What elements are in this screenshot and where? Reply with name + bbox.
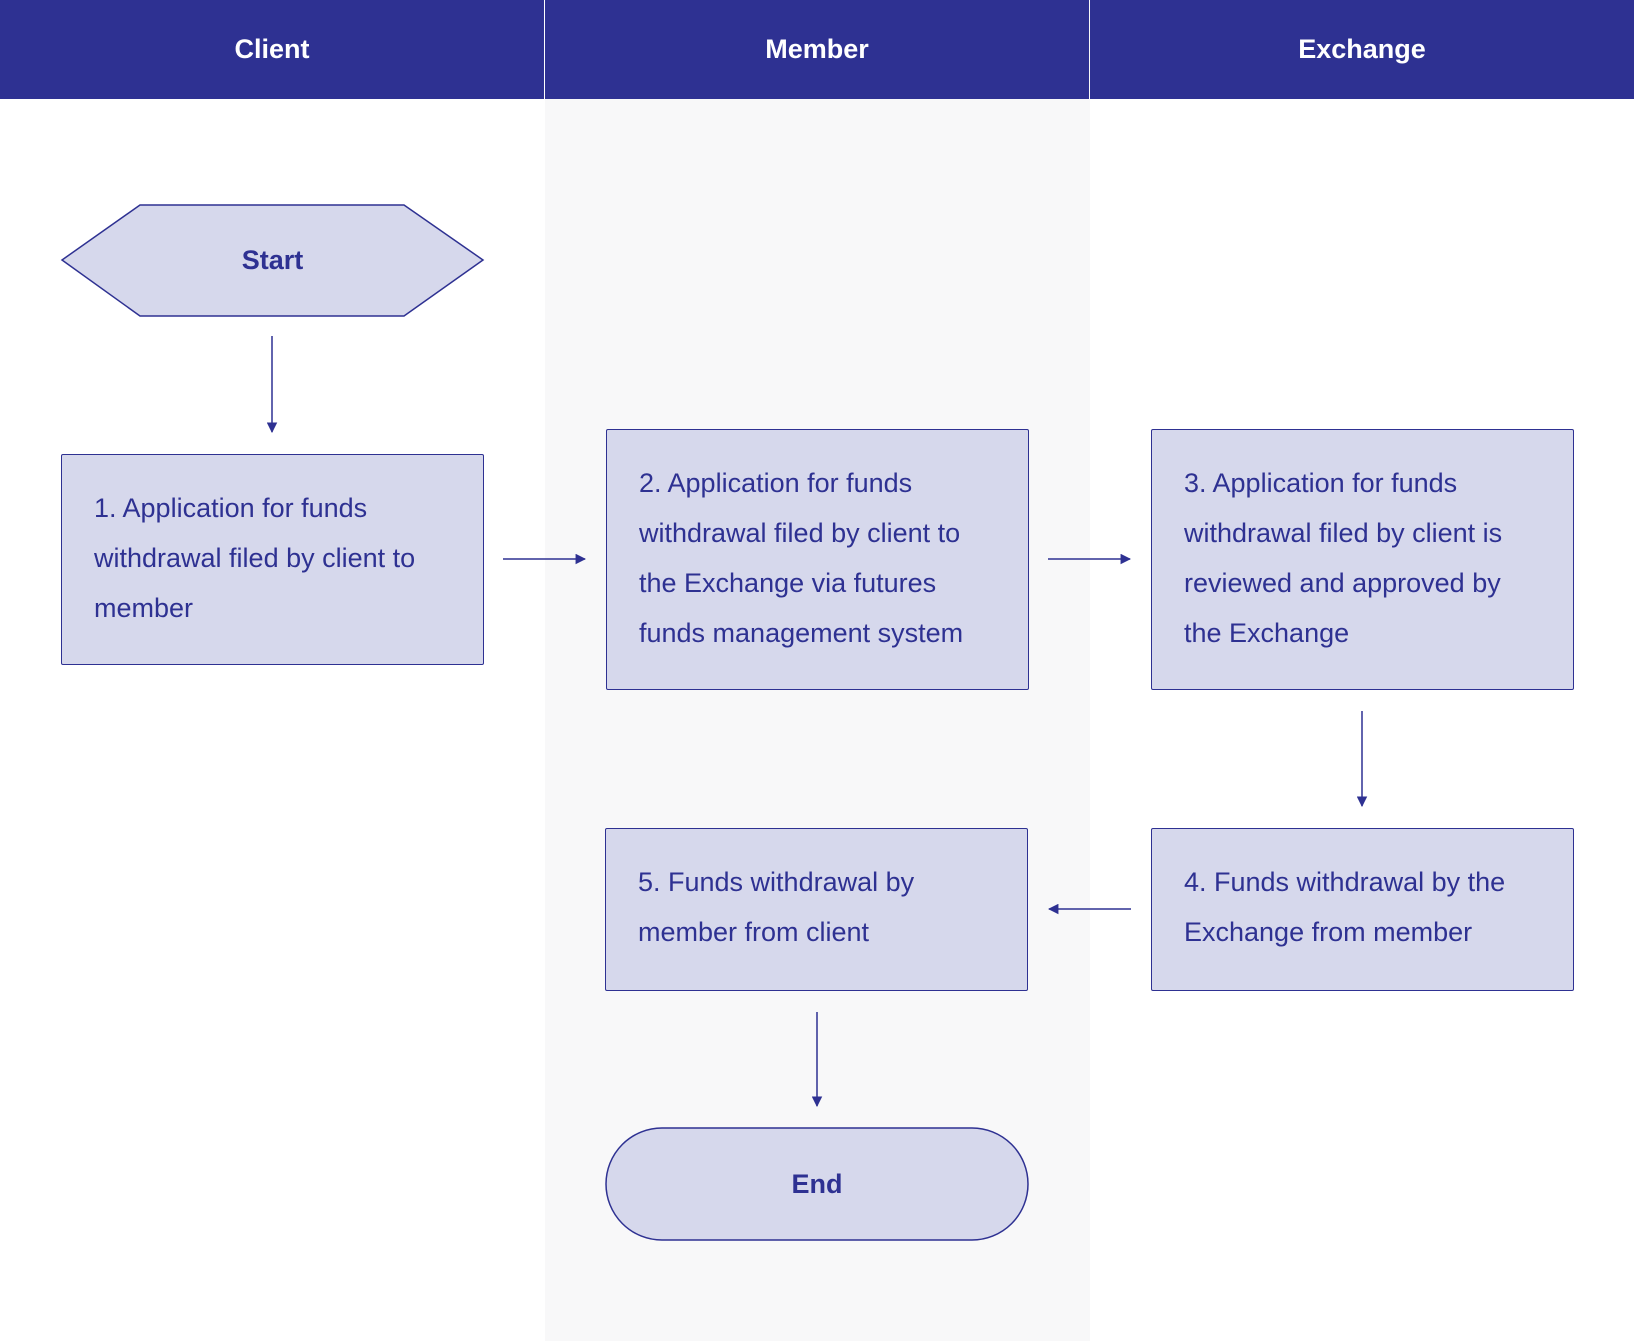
end-node: End bbox=[791, 1168, 843, 1199]
step-3-box: 3. Application for funds withdrawal file… bbox=[1151, 429, 1574, 690]
step-1-box: 1. Application for funds withdrawal file… bbox=[61, 454, 484, 665]
step-2-box: 2. Application for funds withdrawal file… bbox=[606, 429, 1029, 690]
step-4-text: 4. Funds withdrawal by the Exchange from… bbox=[1184, 867, 1506, 947]
step-5-box: 5. Funds withdrawal by member from clien… bbox=[605, 828, 1028, 991]
step-1-text: 1. Application for funds withdrawal file… bbox=[94, 493, 416, 623]
step-2-text: 2. Application for funds withdrawal file… bbox=[639, 468, 964, 648]
lane-header-client: Client bbox=[0, 0, 544, 99]
start-node: Start bbox=[241, 245, 304, 275]
end-node-shape bbox=[605, 1127, 1029, 1241]
step-5-text: 5. Funds withdrawal by member from clien… bbox=[638, 867, 915, 947]
lane-header-exchange: Exchange bbox=[1090, 0, 1634, 99]
start-node-shape bbox=[60, 204, 485, 317]
step-3-text: 3. Application for funds withdrawal file… bbox=[1184, 468, 1503, 648]
step-4-box: 4. Funds withdrawal by the Exchange from… bbox=[1151, 828, 1574, 991]
lane-header-member: Member bbox=[545, 0, 1089, 99]
